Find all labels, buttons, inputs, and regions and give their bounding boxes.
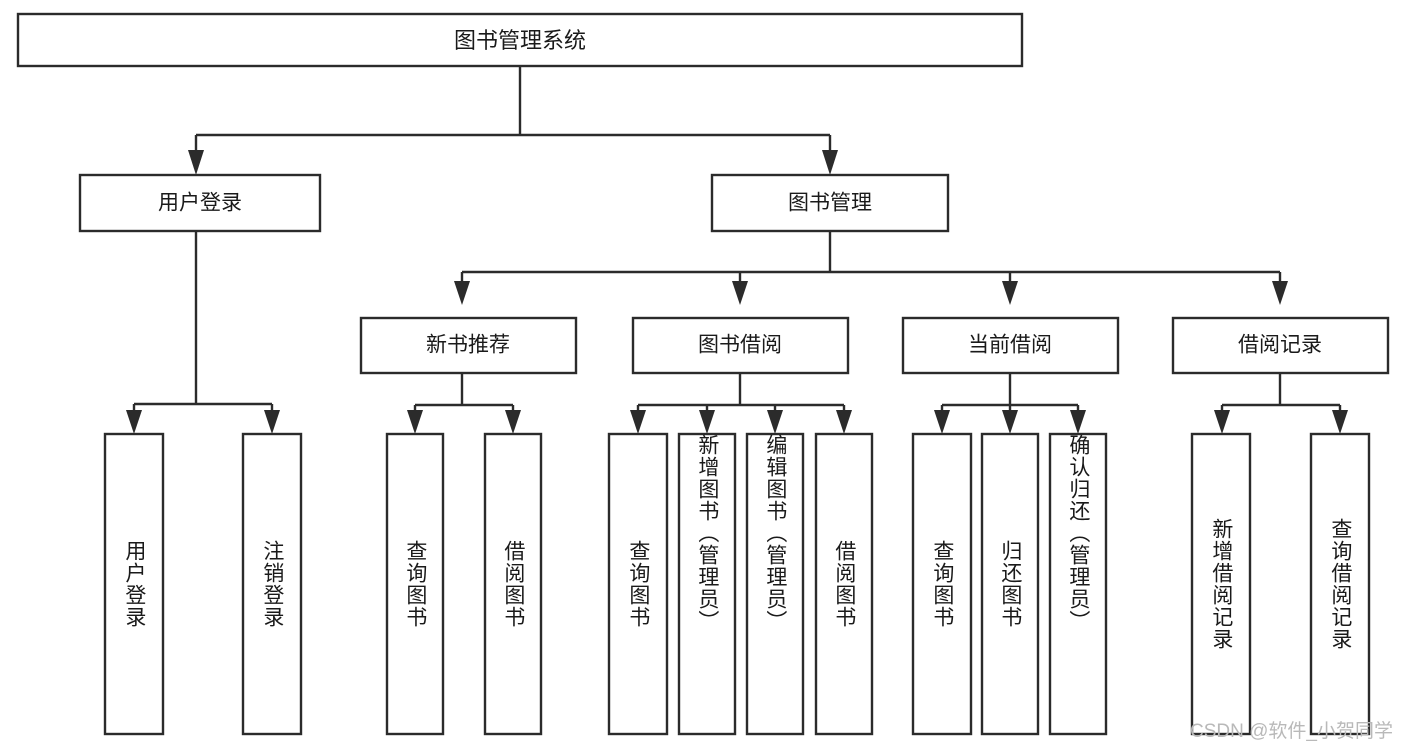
connector-userlogin-bus [132, 231, 274, 415]
leaf-box-edit-book-admin[interactable] [745, 432, 805, 736]
node-new-book-recommend-box[interactable] [359, 316, 578, 375]
node-book-management-box[interactable] [710, 173, 950, 233]
leaf-box-query-book-2[interactable] [607, 432, 669, 736]
node-layer: 图书管理系统 用户登录 图书管理 新书推荐 图书借阅 当前借阅 借阅记录 [16, 12, 1390, 736]
arrow-root-to-book-mgmt [822, 150, 838, 175]
leaf-box-query-book-3[interactable] [911, 432, 973, 736]
leaf-box-add-book-admin[interactable] [677, 432, 737, 736]
node-current-borrow-label: 当前借阅 [968, 334, 1052, 357]
leaf-box-borrow-book-1[interactable] [483, 432, 543, 736]
arrow-userlogin-to-leaf2 [264, 410, 280, 434]
node-book-borrow-label: 图书借阅 [698, 334, 782, 357]
arrow-current-to-leaf2 [1002, 410, 1018, 434]
arrow-userlogin-to-leaf1 [126, 410, 142, 434]
leaf-box-query-book-1[interactable] [385, 432, 445, 736]
node-borrow-records-box[interactable] [1171, 316, 1390, 375]
connector-current-bus [940, 373, 1080, 415]
arrow-borrow-to-leaf4 [836, 410, 852, 434]
leaf-box-add-borrow-record[interactable] [1190, 432, 1252, 736]
arrow-records-to-leaf1 [1214, 410, 1230, 434]
arrow-bookmgmt-to-newbook [454, 281, 470, 305]
connector-records-bus [1220, 373, 1342, 415]
node-user-login-label: 用户登录 [158, 192, 242, 215]
leaf-box-logout[interactable] [241, 432, 303, 736]
leaf-box-borrow-book-2[interactable] [814, 432, 874, 736]
node-book-management-label: 图书管理 [788, 192, 872, 215]
arrow-bookmgmt-to-records [1272, 281, 1288, 305]
leaf-box-confirm-return-admin[interactable] [1048, 432, 1108, 736]
node-borrow-records-label: 借阅记录 [1238, 334, 1322, 357]
arrow-bookmgmt-to-borrow [732, 281, 748, 305]
arrow-newbook-to-leaf1 [407, 410, 423, 434]
connector-bookmgmt-bus [460, 231, 1282, 285]
leaf-box-user-login[interactable] [103, 432, 165, 736]
node-root-box[interactable] [16, 12, 1024, 68]
connector-newbook-bus [413, 373, 515, 415]
node-current-borrow-box[interactable] [901, 316, 1120, 375]
arrow-records-to-leaf2 [1332, 410, 1348, 434]
arrow-borrow-to-leaf3 [767, 410, 783, 434]
arrow-current-to-leaf1 [934, 410, 950, 434]
arrow-bookmgmt-to-current [1002, 281, 1018, 305]
connector-borrow-bus [636, 373, 846, 415]
arrow-newbook-to-leaf2 [505, 410, 521, 434]
connector-layer [126, 66, 1348, 434]
arrow-current-to-leaf3 [1070, 410, 1086, 434]
connector-root-bus [194, 66, 832, 155]
node-root-label: 图书管理系统 [454, 28, 586, 53]
node-user-login-box[interactable] [78, 173, 322, 233]
leaf-box-query-borrow-record[interactable] [1309, 432, 1371, 736]
arrow-borrow-to-leaf2 [699, 410, 715, 434]
arrow-root-to-user-login [188, 150, 204, 175]
node-book-borrow-box[interactable] [631, 316, 850, 375]
csdn-watermark: CSDN @软件_小贺同学 [1190, 721, 1393, 742]
leaf-box-return-book[interactable] [980, 432, 1040, 736]
arrow-borrow-to-leaf1 [630, 410, 646, 434]
node-new-book-recommend-label: 新书推荐 [426, 334, 510, 357]
